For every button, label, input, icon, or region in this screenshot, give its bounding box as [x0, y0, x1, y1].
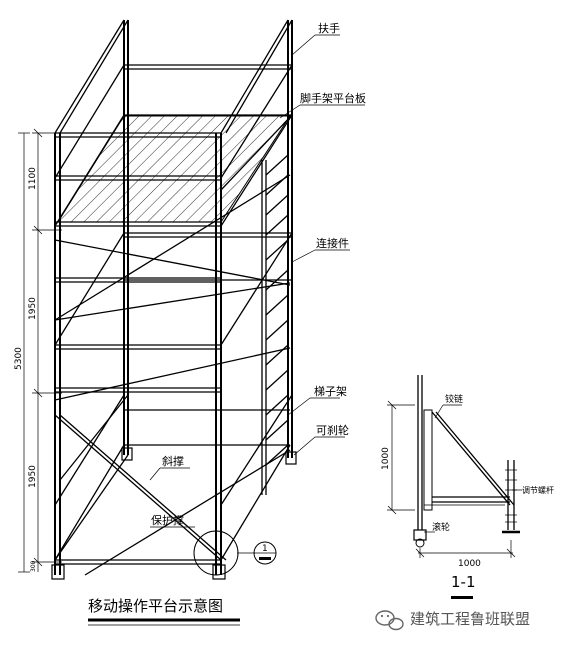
- dim-total: 5300: [14, 347, 24, 370]
- label-connector: 连接件: [316, 237, 349, 250]
- label-ladder-frame: 梯子架: [314, 385, 347, 398]
- dim-bottom: 1950: [28, 465, 38, 488]
- label-adjust-screw: 调节螺杆: [522, 485, 554, 495]
- label-wheel: 滚轮: [432, 521, 450, 533]
- watermark: 建筑工程鲁班联盟: [375, 610, 530, 631]
- scaffold-frame: [51, 19, 297, 580]
- section-dim-height: 1000: [381, 447, 391, 470]
- left-dimension: [18, 128, 62, 573]
- label-brake-wheel: 可刹轮: [316, 423, 349, 437]
- label-platform-board: 脚手架平台板: [300, 91, 366, 105]
- section-dim-width: 1000: [458, 559, 481, 569]
- label-diagonal-brace: 斜撑: [162, 454, 184, 468]
- watermark-text: 建筑工程鲁班联盟: [410, 610, 530, 628]
- label-protective-brace: 保护撑: [151, 513, 184, 527]
- dim-middle: 1950: [28, 297, 38, 320]
- diagram-title: 移动操作平台示意图: [88, 597, 223, 615]
- dim-top: 1100: [28, 167, 38, 190]
- wechat-icon: [375, 610, 404, 631]
- dim-base: 300: [30, 560, 37, 572]
- section-marker-number: 1: [262, 544, 268, 554]
- label-hinge: 铰链: [445, 393, 463, 405]
- section-detail: [387, 375, 522, 558]
- leaders: [149, 34, 365, 528]
- section-title: 1-1: [451, 573, 476, 591]
- section-marker: [253, 541, 277, 565]
- label-handrail: 扶手: [318, 21, 340, 35]
